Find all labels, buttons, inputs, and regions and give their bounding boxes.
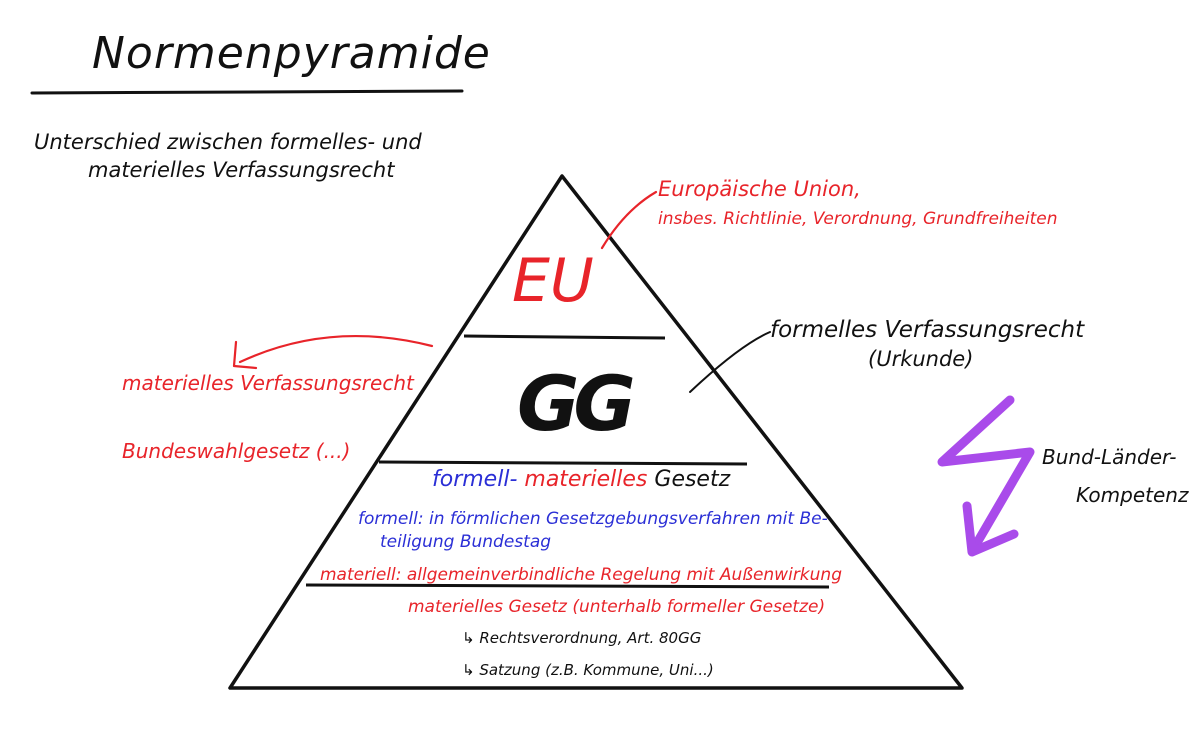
formell-definition-line-2: teiligung Bundestag — [380, 532, 552, 552]
competence-lightning-icon — [937, 395, 1035, 553]
eu-annotation-line-1: Europäische Union, — [658, 177, 861, 201]
material-constitution-label: materielles Verfassungsrecht — [122, 371, 414, 395]
tier4-item-satzung: ↳ Satzung (z.B. Kommune, Uni...) — [462, 661, 714, 679]
formal-pointer-line — [689, 331, 771, 393]
subtitle: Unterschied zwischen formelles- und mate… — [34, 128, 422, 185]
tier3-heading: formell- materielles Gesetz — [432, 467, 731, 492]
tier3-heading-formell: formell- — [432, 467, 518, 492]
competence-label-line-2: Kompetenz — [1076, 483, 1189, 507]
bundeswahlgesetz-label: Bundeswahlgesetz (...) — [122, 439, 351, 463]
tier3-heading-materiell: materielles — [524, 467, 648, 492]
formal-constitution-sublabel: (Urkunde) — [868, 347, 974, 371]
tier4-heading: materielles Gesetz (unterhalb formeller … — [408, 597, 826, 617]
competence-arrow-head — [962, 501, 1019, 557]
tier-eu-label: EU — [512, 246, 594, 316]
pyramid-divider-3 — [305, 583, 830, 589]
pyramid-divider-2 — [378, 460, 748, 466]
eu-annotation-line-2: insbes. Richtlinie, Verordnung, Grundfre… — [658, 209, 1058, 229]
title-underline — [30, 89, 464, 95]
pyramid-divider-1 — [463, 334, 666, 340]
formell-definition-line-1: formell: in förmlichen Gesetzgebungsverf… — [358, 509, 828, 529]
material-arrow-line — [238, 334, 434, 364]
subtitle-line-2: materielles Verfassungsrecht — [88, 158, 395, 183]
tier3-heading-gesetz: Gesetz — [654, 467, 731, 492]
materiell-definition: materiell: allgemeinverbindliche Regelun… — [320, 565, 842, 585]
pyramid-outline — [228, 174, 964, 690]
material-arrow-head — [232, 340, 258, 370]
tier-gg-label: GG — [517, 359, 636, 448]
page-title: Normenpyramide — [92, 28, 491, 79]
competence-label-line-1: Bund-Länder- — [1042, 445, 1177, 469]
subtitle-line-1: Unterschied zwischen formelles- und — [34, 130, 422, 154]
formal-constitution-label: formelles Verfassungsrecht — [770, 317, 1085, 343]
tier4-item-rechtsverordnung: ↳ Rechtsverordnung, Art. 80GG — [462, 629, 702, 647]
eu-pointer-line — [600, 190, 658, 250]
